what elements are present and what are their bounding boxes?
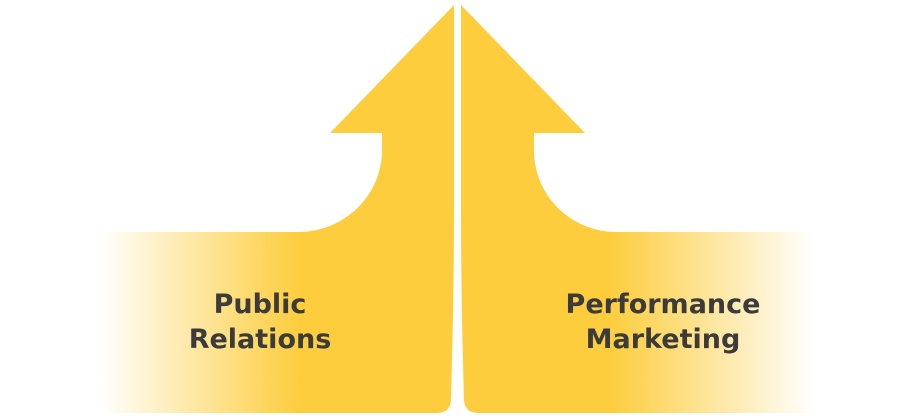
label-right-line-1: Performance [565, 289, 761, 320]
arrow-right-performance-marketing [461, 5, 815, 413]
label-right-line-2: Marketing [585, 324, 741, 355]
label-left-line-2: Relations [188, 324, 332, 355]
arrow-left-public-relations [100, 5, 454, 413]
label-performance-marketing: Performance Marketing [548, 287, 778, 357]
label-public-relations: Public Relations [150, 287, 370, 357]
label-left-line-1: Public [213, 289, 307, 320]
